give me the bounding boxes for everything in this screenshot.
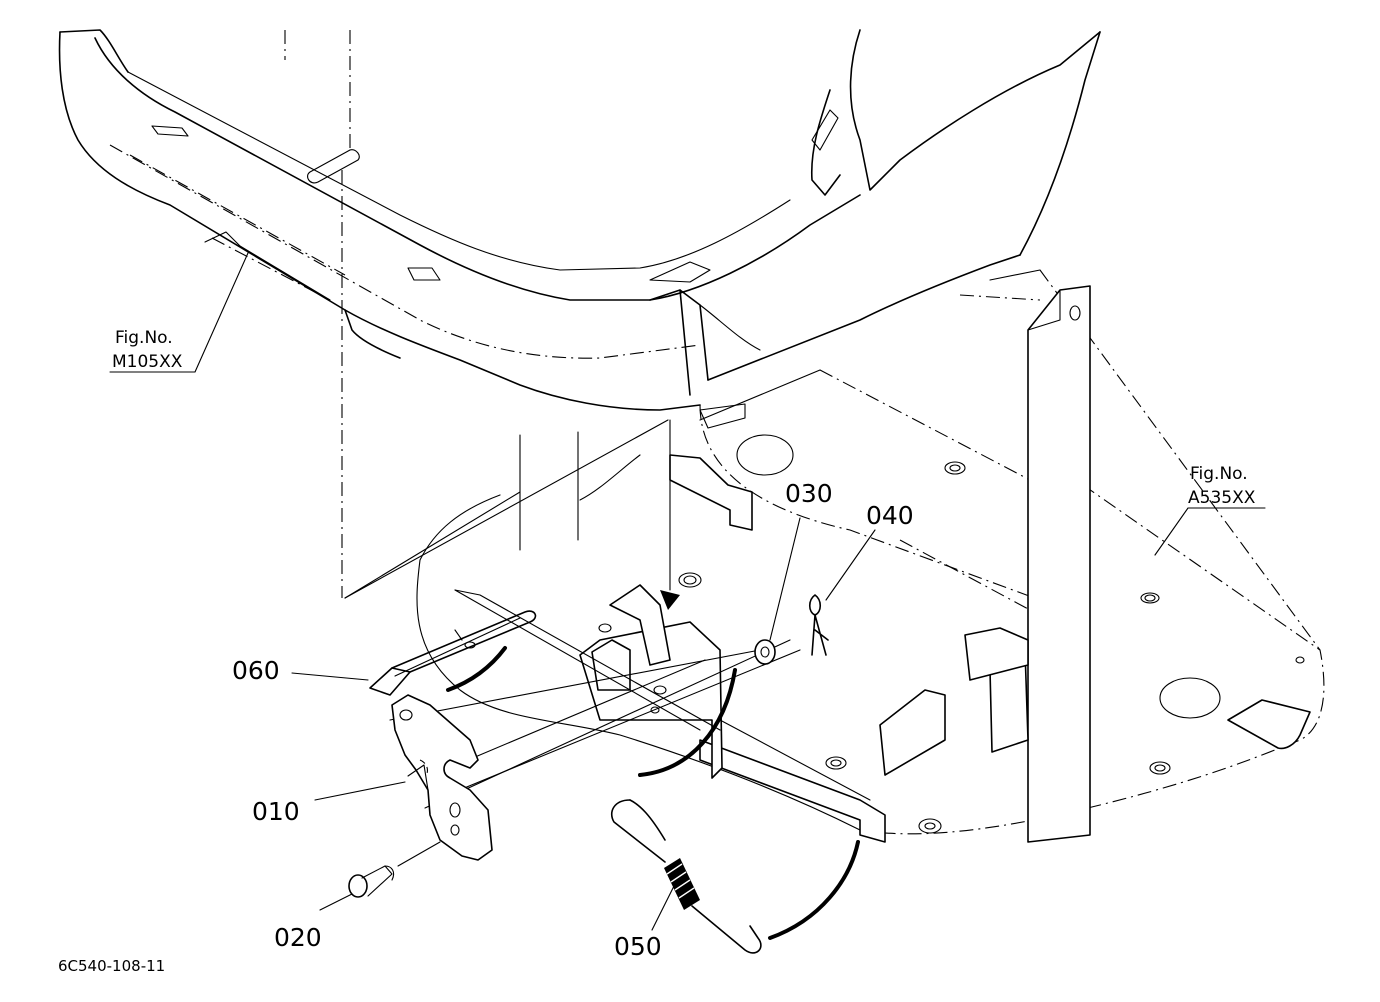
part-label-010: 010 xyxy=(252,797,300,826)
part-label-030: 030 xyxy=(785,479,833,508)
upper-frame xyxy=(58,29,1101,598)
part-label-040: 040 xyxy=(866,501,914,530)
figure-ref-a535xx: Fig.No. A535XX xyxy=(1188,464,1256,508)
assembly-axis-lines xyxy=(344,419,801,867)
figure-ref-label: Fig.No. xyxy=(1190,464,1248,484)
figure-ref-number: M105XX xyxy=(112,352,183,372)
part-030-washer xyxy=(754,639,776,665)
part-010-lever-plate xyxy=(391,694,493,861)
floor-plate xyxy=(416,269,1325,843)
figure-ref-number: A535XX xyxy=(1188,488,1256,508)
part-020-clevis-pin xyxy=(348,865,395,898)
part-label-020: 020 xyxy=(274,923,322,952)
figure-ref-label: Fig.No. xyxy=(115,328,173,348)
spring-coil xyxy=(664,858,700,910)
motion-arcs xyxy=(446,646,860,940)
part-060-lever-rod xyxy=(369,610,537,696)
drawing-code: 6C540-108-11 xyxy=(58,957,165,975)
part-label-050: 050 xyxy=(614,932,662,961)
pedal-assembly xyxy=(454,584,871,801)
part-label-060: 060 xyxy=(232,656,280,685)
figure-ref-m105xx: Fig.No. M105XX xyxy=(112,328,183,372)
part-040-snap-pin xyxy=(808,594,829,656)
part-050-tension-spring xyxy=(610,799,762,954)
leader-lines xyxy=(109,252,1266,931)
